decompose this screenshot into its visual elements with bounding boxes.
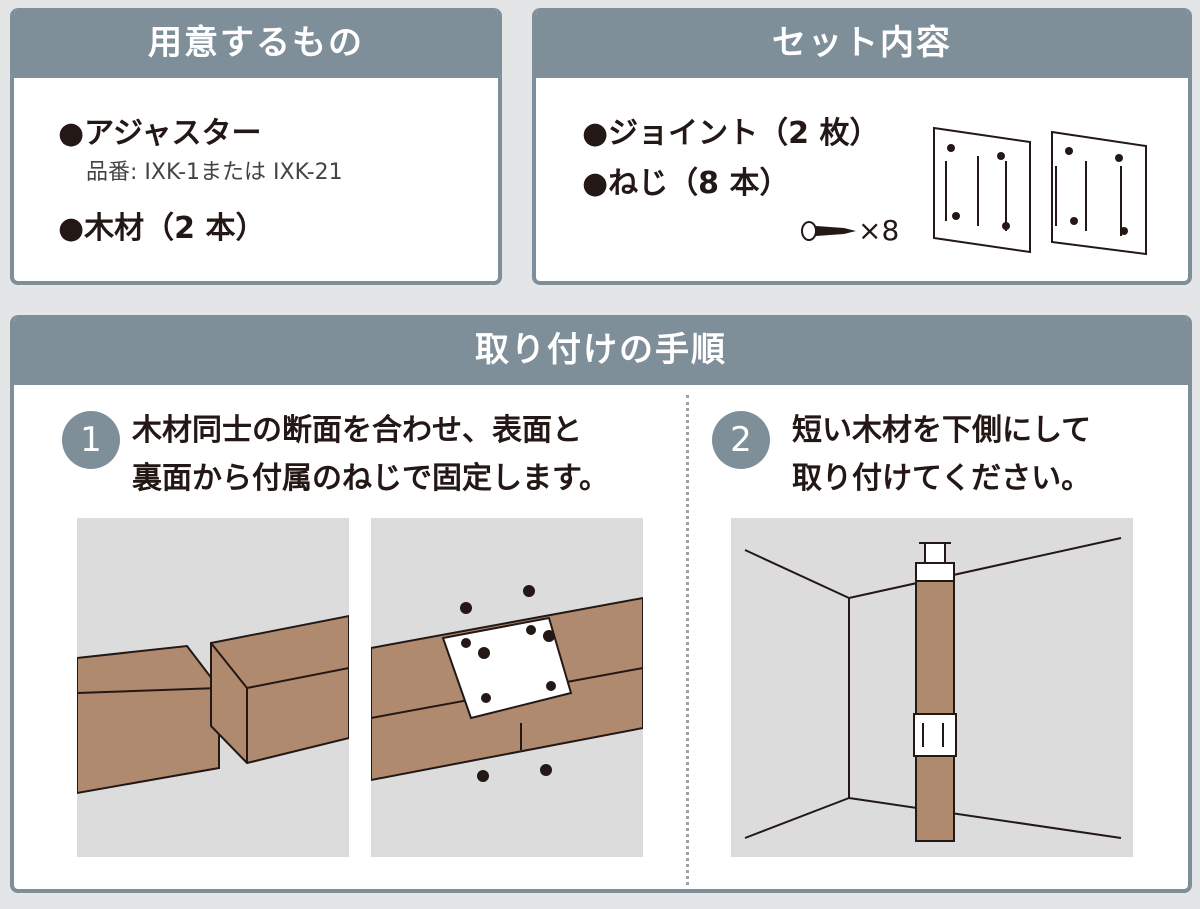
- joint-plates-image: [933, 126, 1147, 256]
- steps-panel: 取り付けの手順 1 木材同士の断面を合わせ、表面と裏面から付属のねじで固定します…: [10, 315, 1192, 893]
- joint-item: ●ジョイント（2 枚）: [582, 116, 880, 151]
- step-1-number: 1: [62, 411, 120, 469]
- prepare-title: 用意するもの: [14, 8, 498, 78]
- step-2-text: 短い木材を下側にして取り付けてください。: [792, 407, 1091, 503]
- step-1-text: 木材同士の断面を合わせ、表面と裏面から付属のねじで固定します。: [132, 407, 609, 503]
- step-2-line1: 短い木材を下側にして: [792, 413, 1092, 448]
- screw-count: ×8: [858, 214, 900, 247]
- set-title: セット内容: [536, 8, 1188, 78]
- installed-post-illustration: [731, 518, 1133, 857]
- step-divider: [686, 395, 689, 885]
- step-1-line1: 木材同士の断面を合わせ、表面と: [132, 413, 582, 448]
- part-number: 品番: IXK-1または IXK-21: [86, 160, 343, 185]
- step-1-line2: 裏面から付属のねじで固定します。: [132, 461, 609, 496]
- steps-title: 取り付けの手順: [14, 315, 1188, 385]
- joint-fixing-illustration: [371, 518, 643, 857]
- prepare-panel: 用意するもの ●アジャスター 品番: IXK-1または IXK-21 ●木材（2…: [10, 8, 502, 285]
- adjuster-item: ●アジャスター: [58, 116, 262, 151]
- step-2-line2: 取り付けてください。: [792, 461, 1092, 496]
- step-2-number: 2: [712, 411, 770, 469]
- set-contents-panel: セット内容 ●ジョイント（2 枚） ●ねじ（8 本） ×8: [532, 8, 1192, 285]
- wood-item: ●木材（2 本）: [58, 211, 266, 246]
- wood-ends-illustration: [77, 518, 349, 857]
- screw-icon: [801, 221, 856, 241]
- screw-item: ●ねじ（8 本）: [582, 166, 790, 201]
